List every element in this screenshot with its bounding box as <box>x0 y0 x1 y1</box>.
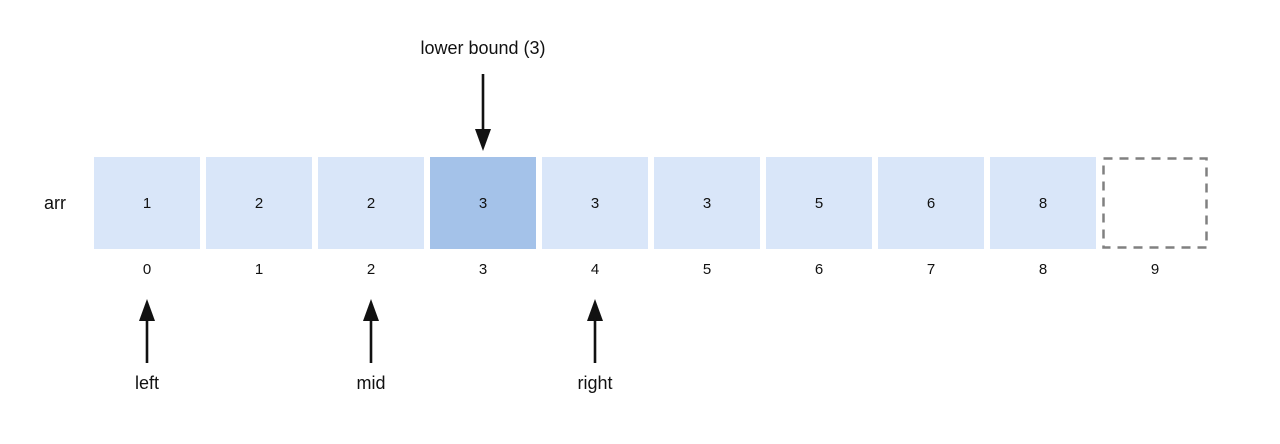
cell-value: 1 <box>142 194 152 212</box>
array-cell-empty <box>1102 157 1208 249</box>
up-arrow-icon <box>587 299 603 363</box>
index-label: 1 <box>254 261 264 278</box>
array-cell: 6 <box>878 157 984 249</box>
array-row: 1 2 2 3 3 3 5 6 8 <box>94 157 1208 249</box>
dashed-border-icon <box>1102 157 1208 249</box>
cell-value: 3 <box>478 194 488 212</box>
index-label: 5 <box>702 261 712 278</box>
index-label: 4 <box>590 261 600 278</box>
array-cell: 8 <box>990 157 1096 249</box>
array-cell: 1 <box>94 157 200 249</box>
array-label: arr <box>44 192 66 213</box>
index-label: 3 <box>478 261 488 278</box>
cell-value: 8 <box>1038 194 1048 212</box>
cell-value: 3 <box>702 194 712 212</box>
index-label: 9 <box>1150 261 1160 278</box>
index-label: 6 <box>814 261 824 278</box>
pointer-label-left: left <box>134 373 160 393</box>
pointer-label-mid: mid <box>356 373 386 393</box>
index-label: 2 <box>366 261 376 278</box>
up-arrow-icon <box>363 299 379 363</box>
index-label: 8 <box>1038 261 1048 278</box>
cell-value: 3 <box>590 194 600 212</box>
index-label: 0 <box>142 261 152 278</box>
down-arrow-icon <box>475 74 491 151</box>
lower-bound-label: lower bound (3) <box>420 38 546 58</box>
pointer-label-right: right <box>577 373 613 393</box>
index-label: 7 <box>926 261 936 278</box>
array-cell: 2 <box>318 157 424 249</box>
cell-value: 2 <box>366 194 376 212</box>
array-cell: 3 <box>542 157 648 249</box>
cell-value: 5 <box>814 194 824 212</box>
array-cell: 2 <box>206 157 312 249</box>
index-row: 0 1 2 3 4 5 6 7 8 9 <box>94 261 1208 278</box>
array-cell: 5 <box>766 157 872 249</box>
cell-value: 2 <box>254 194 264 212</box>
up-arrow-icon <box>139 299 155 363</box>
array-cell-highlighted: 3 <box>430 157 536 249</box>
array-cell: 3 <box>654 157 760 249</box>
cell-value: 6 <box>926 194 936 212</box>
